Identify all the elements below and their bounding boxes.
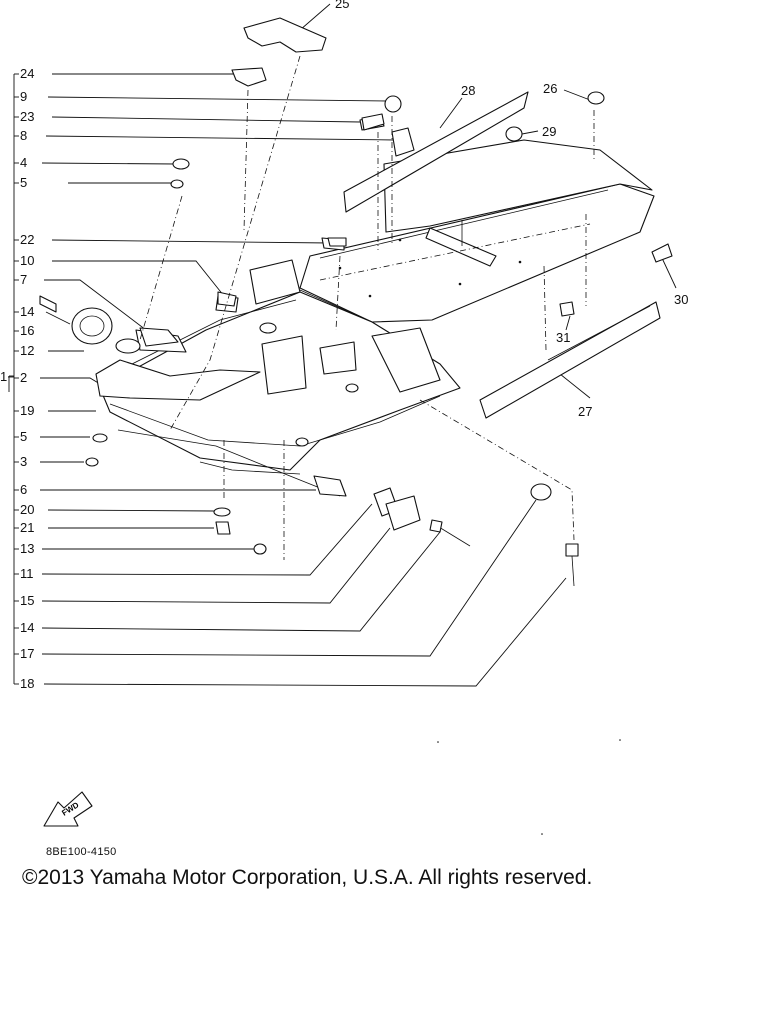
callout-8: 8 [20, 128, 27, 143]
callout-5: 5 [20, 429, 27, 444]
callout-3: 3 [20, 454, 27, 469]
callout-9: 9 [20, 89, 27, 104]
callout-23: 23 [20, 109, 34, 124]
callout-24: 24 [20, 66, 34, 81]
callout-21: 21 [20, 520, 34, 535]
leader-lines [40, 73, 567, 687]
left-callout-labels: 24 9 23 8 4 5 22 10 7 14 16 12 2 19 5 3 6 20 21 13 11 15 14 17 1… [14, 66, 34, 691]
callout-11: 11 [20, 566, 34, 581]
frame-assembly [95, 91, 655, 497]
loose-parts [39, 17, 673, 587]
callout-10: 10 [20, 253, 34, 268]
callout-30: 30 [674, 292, 688, 307]
callout-29: 29 [542, 124, 556, 139]
callout-16: 16 [20, 323, 34, 338]
callout-1: 1 [0, 369, 7, 384]
callout-17: 17 [20, 646, 34, 661]
assembly-lines [139, 55, 595, 560]
callout-28: 28 [461, 83, 475, 98]
callout-7: 7 [20, 272, 27, 287]
callout-25: 25 [335, 0, 349, 11]
callout-6: 6 [20, 482, 27, 497]
callout-18: 18 [20, 676, 34, 691]
callout-13: 13 [20, 541, 34, 556]
copyright-text: ©2013 Yamaha Motor Corporation, U.S.A. A… [22, 866, 593, 889]
callout-26: 26 [543, 81, 557, 96]
part-24 [231, 67, 267, 87]
callout-31: 31 [556, 330, 570, 345]
callout-bracket [8, 74, 15, 684]
fwd-arrow-icon: FWD [43, 791, 93, 827]
callout-12: 12 [20, 343, 34, 358]
callout-20: 20 [20, 502, 34, 517]
callout-14: 14 [20, 620, 34, 635]
part-25 [243, 17, 327, 53]
callout-19: 19 [20, 403, 34, 418]
callout-2: 2 [20, 370, 27, 385]
reference-code: 8BE100-4150 [46, 846, 117, 858]
callout-5: 5 [20, 175, 27, 190]
callout-15: 15 [20, 593, 34, 608]
callout-4: 4 [20, 155, 27, 170]
callout-22: 22 [20, 232, 34, 247]
right-leader-lines [299, 3, 677, 399]
callout-14: 14 [20, 304, 34, 319]
callout-27: 27 [578, 404, 592, 419]
